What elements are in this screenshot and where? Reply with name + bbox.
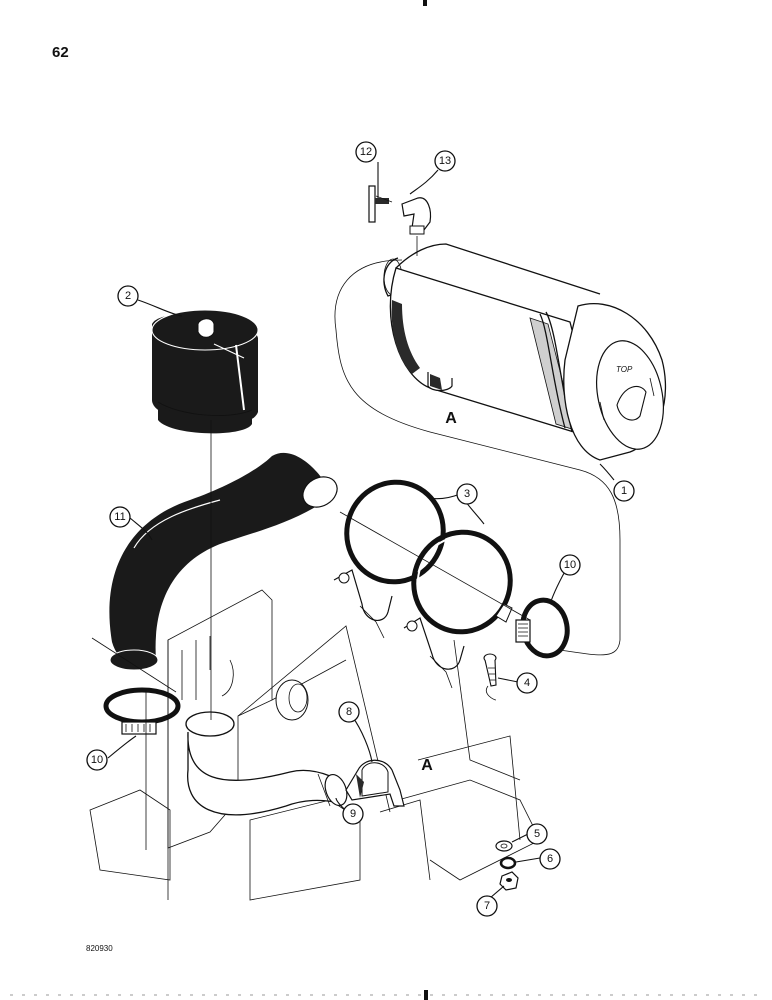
callout-6: 6	[539, 848, 561, 870]
mounting-band-3-front	[403, 529, 513, 689]
callout-9: 9	[342, 803, 364, 825]
callout-1-label: 1	[621, 485, 627, 497]
callout-9-label: 9	[350, 808, 356, 820]
precleaner-cap	[151, 309, 259, 434]
elbow-hose-9	[185, 711, 348, 816]
callout-12: 12	[355, 141, 377, 163]
callout-2: 2	[117, 285, 139, 307]
reference-letter-lower: A	[421, 757, 433, 774]
callout-11-label: 11	[114, 511, 125, 523]
lock-washer-6	[499, 856, 517, 870]
callout-4: 4	[516, 672, 538, 694]
hose-clamp-10-right	[515, 597, 570, 659]
callout-leaders	[107, 162, 615, 899]
callout-7: 7	[476, 895, 498, 917]
callout-5-label: 5	[534, 828, 540, 840]
callout-13-label: 13	[439, 155, 451, 167]
bottom-binding-mark	[424, 990, 428, 1000]
page-number: 62	[52, 44, 69, 61]
flat-washer-5	[495, 840, 513, 852]
bolt-4	[483, 653, 497, 687]
callout-12-label: 12	[360, 146, 372, 158]
callout-10-left: 10	[86, 749, 108, 771]
callout-8-label: 8	[346, 706, 352, 718]
callout-6-label: 6	[547, 853, 553, 865]
callout-1: 1	[613, 480, 635, 502]
callout-2-label: 2	[125, 290, 131, 302]
callout-7-label: 7	[484, 900, 490, 912]
intake-hose-11	[109, 452, 338, 671]
top-binding-mark	[423, 0, 427, 6]
hose-clamp-10-left	[103, 687, 181, 735]
air-cleaner-housing: TOP	[383, 243, 667, 461]
elbow-fitting-13	[401, 197, 432, 256]
callout-5: 5	[526, 823, 548, 845]
assembly-center-lines	[91, 259, 621, 850]
callout-4-label: 4	[524, 677, 530, 689]
engine-bracket-outline	[89, 589, 541, 901]
callout-13: 13	[434, 150, 456, 172]
nut-7	[499, 871, 519, 891]
drawing-code: 820930	[86, 944, 113, 953]
fitting-12	[368, 185, 393, 223]
mounting-band-3-rear	[333, 479, 446, 639]
callout-10-left-label: 10	[91, 754, 103, 766]
callout-3: 3	[456, 483, 478, 505]
callout-10-right: 10	[559, 554, 581, 576]
callout-8: 8	[338, 701, 360, 723]
callout-11: 11	[109, 506, 131, 528]
bracket-8	[345, 759, 405, 807]
reference-letter-upper: A	[445, 410, 457, 427]
callout-10-right-label: 10	[564, 559, 576, 571]
callout-3-label: 3	[464, 488, 470, 500]
air-cleaner-top-marking: TOP	[616, 365, 633, 374]
